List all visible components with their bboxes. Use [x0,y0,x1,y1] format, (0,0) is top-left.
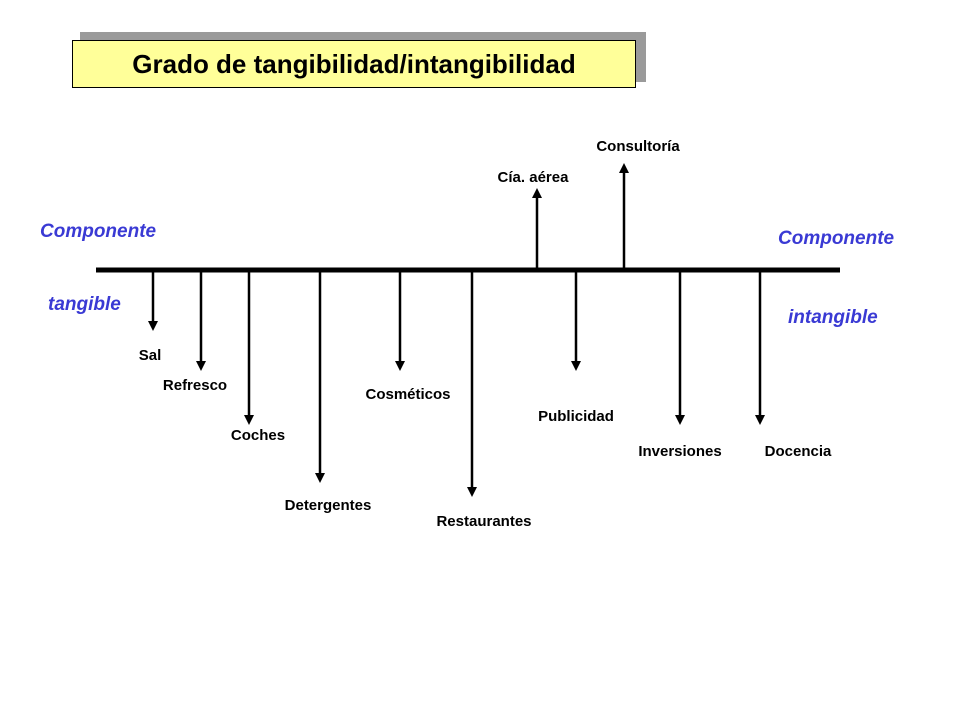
left-label-line2: tangible [48,294,121,315]
page-title: Grado de tangibilidad/intangibilidad [72,40,636,88]
right-label-line2: intangible [788,307,878,328]
item-label: Coches [231,427,285,444]
left-label-line1: Componente [40,221,157,242]
item-label: Docencia [765,443,832,460]
item-label: Consultoría [596,138,680,155]
item-label: Cosméticos [365,386,450,403]
item-label: Refresco [163,377,227,394]
right-label-line1: Componente [778,228,895,249]
item-label: Sal [139,347,162,364]
item-label: Cía. aérea [498,169,570,186]
item-label: Publicidad [538,408,614,425]
item-label: Detergentes [285,497,372,514]
item-label: Restaurantes [436,513,531,530]
item-label: Inversiones [638,443,721,460]
